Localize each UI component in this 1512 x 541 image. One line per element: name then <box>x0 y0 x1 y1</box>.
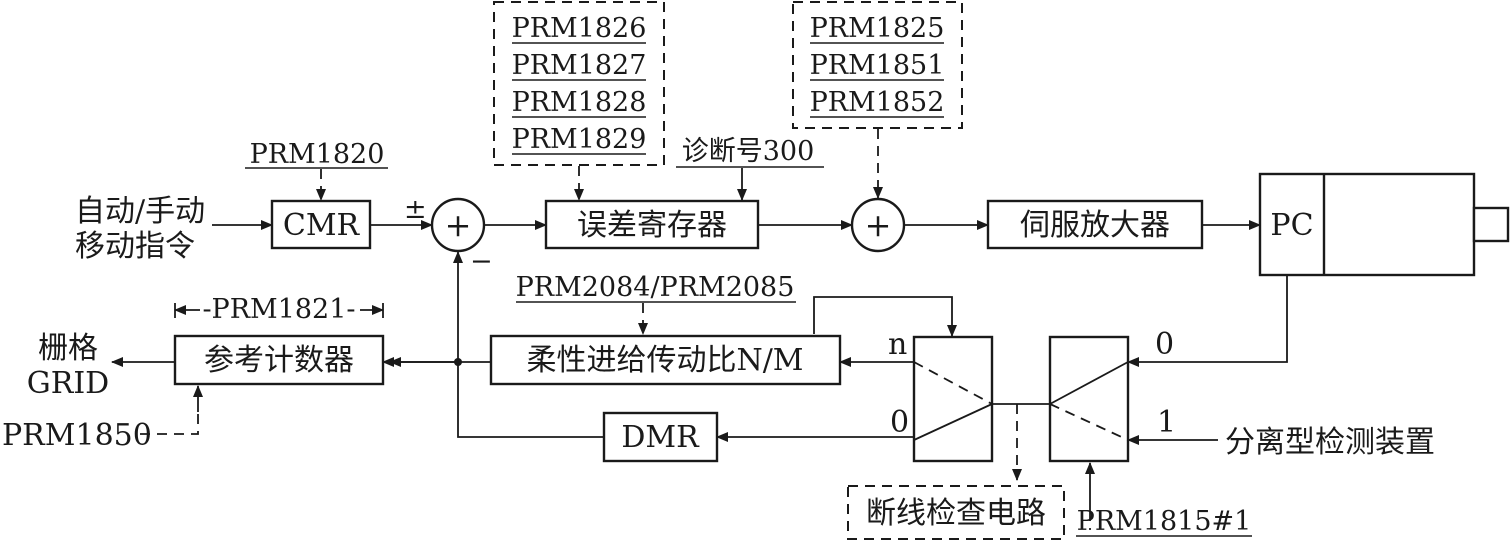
ref-counter-param-label: -PRM1821- <box>202 294 355 325</box>
switch-param: PRM1815#1 <box>1076 462 1252 537</box>
cmr-param: PRM1820 <box>245 139 388 201</box>
grid-label-en: GRID <box>27 366 109 401</box>
dmr-to-feedback-line <box>457 362 604 438</box>
servo-param-3: PRM1852 <box>810 87 945 118</box>
left-switch-n-label: n <box>888 327 907 362</box>
servo-amplifier-label: 伺服放大器 <box>1020 208 1170 243</box>
right-switch-one-label: 1 <box>1157 405 1176 440</box>
grid-param-label: PRM1850 <box>2 418 152 453</box>
command-label-line2: 移动指令 <box>75 229 195 264</box>
ref-counter-param: -PRM1821- <box>174 294 384 325</box>
pc-label: PC <box>1270 208 1313 243</box>
pc-feedback-line <box>1127 275 1288 367</box>
cmr-block: CMR <box>270 199 372 250</box>
separate-detector-label: 分离型检测装置 <box>1225 425 1435 460</box>
ref-counter-label: 参考计数器 <box>204 343 354 378</box>
error-register-param-group: PRM1826 PRM1827 PRM1828 PRM1829 <box>493 1 665 166</box>
left-switch-zero-label: 0 <box>890 405 909 440</box>
diagnostic-label: 诊断号300 <box>682 136 815 167</box>
flex-gear-to-switch-loop <box>813 296 957 337</box>
servo-param-group: PRM1825 PRM1851 PRM1852 <box>792 1 963 129</box>
sum1-plus: + <box>445 206 472 244</box>
disconnect-check-block: 断线检查电路 <box>847 485 1065 540</box>
error-register-label: 误差寄存器 <box>577 208 727 243</box>
servo-param-2: PRM1851 <box>810 50 945 81</box>
error-param-3: PRM1828 <box>512 87 647 118</box>
right-switch-box <box>1048 335 1130 463</box>
error-param-1: PRM1826 <box>512 13 647 44</box>
error-param-4: PRM1829 <box>512 124 647 155</box>
servo-motor <box>1258 172 1510 277</box>
servo-param-1: PRM1825 <box>810 13 945 44</box>
summing-junction-1: + <box>430 197 486 253</box>
sum1-minus-sign: − <box>470 246 493 277</box>
sum1-plusminus-sign: ± <box>404 194 427 225</box>
error-register-block: 误差寄存器 <box>544 199 760 250</box>
switch-param-label: PRM1815#1 <box>1077 506 1252 537</box>
left-switch-box <box>912 335 994 463</box>
right-switch-zero-label: 0 <box>1155 327 1174 362</box>
ref-counter-block: 参考计数器 <box>173 334 385 386</box>
cmr-param-label: PRM1820 <box>250 139 385 170</box>
flex-gear-param-label: PRM2084/PRM2085 <box>516 272 795 303</box>
disconnect-check-label: 断线检查电路 <box>866 496 1046 531</box>
summing-junction-2: + <box>850 197 906 253</box>
sum2-plus: + <box>865 206 892 244</box>
diagnostic-300: 诊断号300 <box>676 136 824 201</box>
error-param-2: PRM1827 <box>512 50 647 81</box>
dmr-label: DMR <box>621 420 700 455</box>
flex-gear-ratio-block: 柔性进给传动比N/M <box>489 334 842 386</box>
flex-gear-ratio-label: 柔性进给传动比N/M <box>526 343 803 378</box>
dmr-block: DMR <box>602 411 719 463</box>
grid-param: PRM1850 <box>2 385 203 453</box>
flex-gear-param: PRM2084/PRM2085 <box>516 272 796 335</box>
grid-label-cn: 栅格 <box>38 331 98 366</box>
cmr-label: CMR <box>283 208 361 243</box>
servo-amplifier-block: 伺服放大器 <box>986 199 1204 250</box>
command-label-line1: 自动/手动 <box>75 194 205 229</box>
